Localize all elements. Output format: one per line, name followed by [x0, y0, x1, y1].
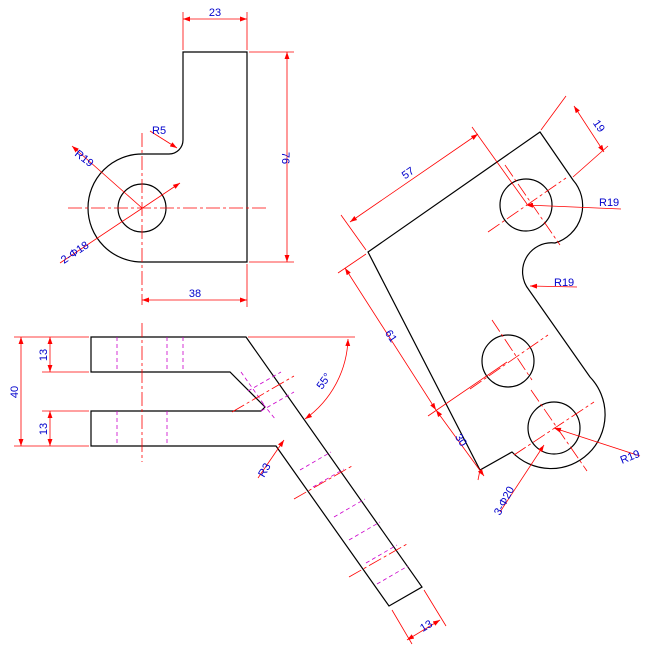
dim-aux-offset-label: 30 [452, 432, 469, 449]
dim-aux-side-length-label: 61 [382, 328, 399, 345]
dim-top-height [249, 51, 294, 263]
dim-front-total [14, 336, 89, 447]
dim-front-thickness-label: 13 [418, 618, 435, 635]
top-view-outline [87, 51, 248, 263]
label-fillet: R5 [152, 125, 166, 137]
front-view-hidden-lines [116, 337, 409, 585]
label-aux-lower: R19 [619, 448, 642, 467]
dim-top-width [182, 12, 248, 50]
dim-front-upper-label: 13 [38, 349, 50, 361]
dim-aux-top-width-label: 19 [590, 118, 607, 135]
leader-aux-lower [553, 427, 641, 457]
leader-aux-upper [525, 202, 622, 210]
dim-front-total-label: 40 [9, 386, 21, 398]
label-hole: 2-Φ18 [59, 239, 91, 266]
aux-view-centerlines [469, 164, 595, 472]
dim-top-width-label: 23 [209, 7, 221, 19]
aux-view: 57 19 R19 R19 R19 61 30 3-Φ20 [337, 95, 642, 518]
top-view: 23 76 38 R5 R19 2-Φ18 [59, 7, 294, 307]
label-aux-holes: 3-Φ20 [492, 485, 517, 518]
dim-top-height-label: 76 [279, 152, 291, 164]
dim-front-thickness [391, 589, 447, 645]
aux-hole-middle [481, 334, 535, 388]
aux-view-outline [367, 131, 606, 471]
top-view-centerlines [68, 133, 268, 305]
leader-arc [71, 145, 143, 209]
front-view: 40 13 13 55° R3 13 [9, 323, 447, 645]
leader-aux-concave [529, 283, 578, 289]
aux-hole-lower [527, 401, 581, 455]
leader-bend [257, 439, 285, 479]
dim-bottom-width [142, 264, 248, 307]
front-view-outline [90, 336, 423, 607]
dim-aux-side-length [337, 253, 508, 417]
leader-fillet [149, 130, 178, 149]
dim-aux-top-width [540, 95, 609, 178]
aux-hole-upper [499, 178, 553, 232]
label-arc: R19 [72, 148, 95, 170]
dim-bottom-width-label: 38 [189, 288, 201, 300]
label-aux-concave: R19 [554, 277, 574, 289]
dim-angle-label: 55° [315, 371, 334, 392]
dim-aux-top-length-label: 57 [400, 165, 417, 182]
dim-aux-offset [435, 409, 485, 481]
dim-front-lower [42, 410, 89, 446]
dim-front-upper [42, 337, 89, 373]
dim-aux-top-length [340, 126, 528, 251]
label-aux-upper: R19 [599, 197, 619, 209]
leader-aux-holes [499, 444, 545, 513]
dim-front-lower-label: 13 [38, 423, 50, 435]
leader-hole [59, 182, 181, 264]
front-view-centerlines [141, 323, 408, 578]
